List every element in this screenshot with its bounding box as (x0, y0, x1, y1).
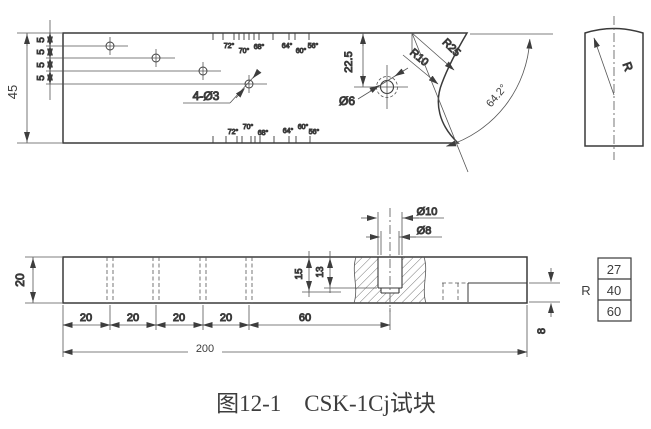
cbore-dia-label: Ø10 (417, 206, 438, 218)
center-hole (354, 65, 408, 109)
section-hatch (354, 257, 426, 303)
small-holes (46, 37, 267, 93)
svg-text:72°: 72° (224, 42, 235, 50)
radius-value-1: 27 (607, 262, 621, 277)
radius-large-label: R25 (440, 37, 463, 60)
dim-45-label: 45 (5, 85, 20, 99)
radius-value-3: 60 (607, 304, 621, 319)
top-view: 45 5 5 5 5 4-Ø3 (5, 20, 553, 173)
svg-text:72°: 72° (228, 128, 239, 136)
dim-spacing (62, 305, 528, 357)
angle-ticks-bottom (212, 136, 311, 143)
depth-outer-label: 15 (294, 268, 305, 280)
depth-inner-label: 13 (315, 266, 326, 278)
svg-text:56°: 56° (308, 42, 319, 50)
dim-5-label-2: 5 (36, 49, 47, 55)
dim-20-1: 20 (80, 312, 92, 324)
side-view-outline (584, 27, 644, 147)
dim-8-label: 8 (536, 328, 548, 334)
svg-text:60°: 60° (296, 47, 307, 55)
radius-table-label: R (581, 283, 590, 298)
top-view-outline (62, 32, 469, 144)
dim-45 (17, 32, 62, 144)
radius-table: R 27 40 60 (581, 257, 632, 322)
dim-5-label-3: 5 (36, 62, 47, 68)
front-view-outline (62, 256, 528, 304)
leader-d6 (357, 67, 409, 100)
dim-200: 200 (196, 343, 214, 355)
svg-text:70°: 70° (239, 47, 250, 55)
svg-text:56°: 56° (309, 128, 320, 136)
figure-caption: 图12-1 CSK-1Cj试块 (216, 391, 436, 416)
dim-60: 60 (299, 312, 311, 324)
side-radius-label: R (620, 60, 636, 73)
svg-text:70°: 70° (243, 123, 254, 131)
dim-5-label-1: 5 (36, 37, 47, 43)
step-lines (442, 282, 527, 302)
svg-text:64°: 64° (282, 42, 293, 50)
svg-text:68°: 68° (258, 129, 269, 137)
dim-5-label-4: 5 (36, 75, 47, 81)
dim-64_2 (411, 32, 553, 173)
leader-r10 (402, 54, 439, 85)
center-hole-label: Ø6 (339, 94, 355, 108)
dim-20-4: 20 (220, 312, 232, 324)
break-line-right (423, 256, 427, 304)
radius-value-2: 40 (607, 283, 621, 298)
side-view: R (584, 16, 644, 160)
dim-8 (529, 268, 560, 317)
hidden-hole-lines (106, 257, 253, 303)
front-view: Ø10 Ø8 15 13 8 (13, 206, 560, 357)
dim-64_2-label-group: 64.2° (477, 74, 515, 116)
leader-4xd3 (183, 68, 262, 104)
dim-200-group: 200 (188, 342, 222, 355)
svg-text:64°: 64° (283, 127, 294, 135)
dim-22_5-label: 22.5 (343, 51, 355, 72)
dim-20-2: 20 (127, 312, 139, 324)
dim-20-3: 20 (173, 312, 185, 324)
hole-dia-label: Ø8 (417, 225, 432, 237)
dim-depths (302, 251, 377, 297)
dim-20h-label: 20 (13, 273, 27, 287)
dim-20h (25, 256, 62, 304)
angle-ticks-top (212, 33, 310, 40)
svg-text:68°: 68° (254, 43, 265, 51)
svg-text:60°: 60° (298, 123, 309, 131)
leader-r (593, 37, 615, 96)
holes-label: 4-Ø3 (193, 89, 220, 103)
angle-labels-bottom: 72° 70° 68° 64° 60° 56° (227, 123, 320, 138)
break-line-left (353, 256, 357, 304)
dim-cbore (361, 212, 444, 255)
angle-labels-top: 72° 70° 68° 64° 60° 56° (223, 42, 319, 56)
